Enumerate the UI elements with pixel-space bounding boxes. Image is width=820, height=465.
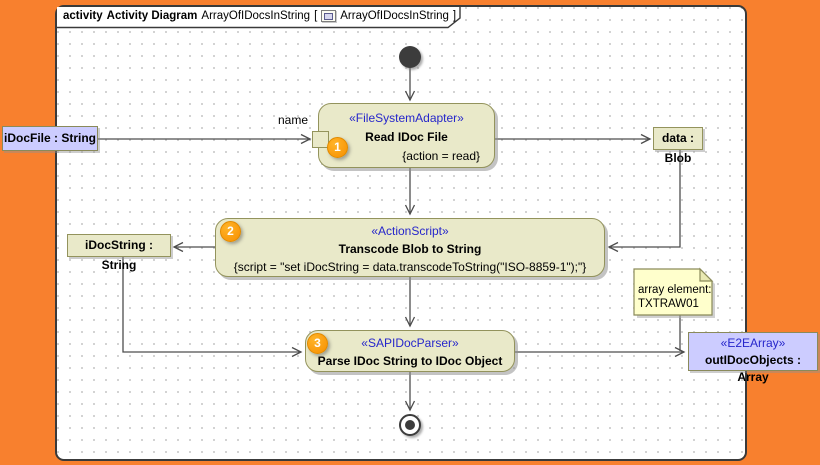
step-badge-1: 1 [327, 137, 348, 158]
stereotype-label: «ActionScript» [371, 224, 449, 238]
object-node-idocstring[interactable]: iDocString : String [67, 234, 171, 272]
frame-open-bracket: [ [314, 10, 318, 22]
activity-diagram-icon [321, 10, 337, 22]
note-comment[interactable]: array element: TXTRAW01 [638, 283, 712, 311]
action-title: Parse IDoc String to IDoc Object [317, 354, 503, 368]
step-badge-3: 3 [307, 333, 328, 354]
frame-diagram-kind: Activity Diagram [106, 10, 198, 22]
edge-datablob-to-transcode[interactable] [607, 150, 681, 253]
action-property: {action = read} [402, 149, 480, 163]
stereotype-label: «SAPIDocParser» [361, 336, 459, 350]
note-line-1: array element: [638, 284, 712, 296]
stereotype-label: «E2EArray» [720, 336, 786, 350]
frame-close-bracket: ] [452, 10, 457, 22]
frame-diagram-name: ArrayOfIDocsInString [201, 10, 311, 22]
note-shape[interactable] [633, 268, 713, 316]
frame-ref-name: ArrayOfIDocsInString [340, 10, 449, 22]
frame-heading[interactable]: activity Activity Diagram ArrayOfIDocsIn… [63, 7, 456, 25]
stereotype-label: «FileSystemAdapter» [349, 111, 464, 125]
input-pin-read-idoc[interactable] [312, 131, 329, 148]
note-fold-corner [699, 267, 714, 282]
action-transcode-blob[interactable]: «ActionScript» Transcode Blob to String … [215, 218, 605, 277]
step-badge-2: 2 [220, 221, 241, 242]
action-title: Read IDoc File [365, 130, 448, 144]
object-node-idocfile[interactable]: iDocFile : String [2, 126, 98, 151]
initial-node[interactable] [399, 46, 421, 68]
action-property: {script = "set iDocString = data.transco… [233, 260, 587, 274]
activity-diagram-icon-glyph [324, 12, 334, 20]
note-line-2: TXTRAW01 [638, 298, 699, 310]
object-node-outidocobjects[interactable]: «E2EArray» outIDocObjects : Array [688, 332, 818, 384]
object-name: outIDocObjects : Array [704, 353, 801, 384]
action-title: Transcode Blob to String [338, 242, 482, 256]
edge-idocstring-to-parse[interactable] [122, 257, 303, 358]
frame-heading-tab [57, 7, 460, 28]
action-read-idoc-file[interactable]: «FileSystemAdapter» Read IDoc File {acti… [318, 103, 495, 168]
activity-final-node-dot [405, 420, 415, 430]
action-parse-idoc[interactable]: «SAPIDocParser» Parse IDoc String to IDo… [305, 330, 515, 372]
edge-name-label: name [277, 113, 308, 127]
activity-final-node[interactable] [399, 414, 421, 436]
frame-keyword: activity [63, 10, 103, 22]
frame-heading-outline [57, 7, 461, 29]
object-node-datablob[interactable]: data : Blob [653, 127, 703, 165]
